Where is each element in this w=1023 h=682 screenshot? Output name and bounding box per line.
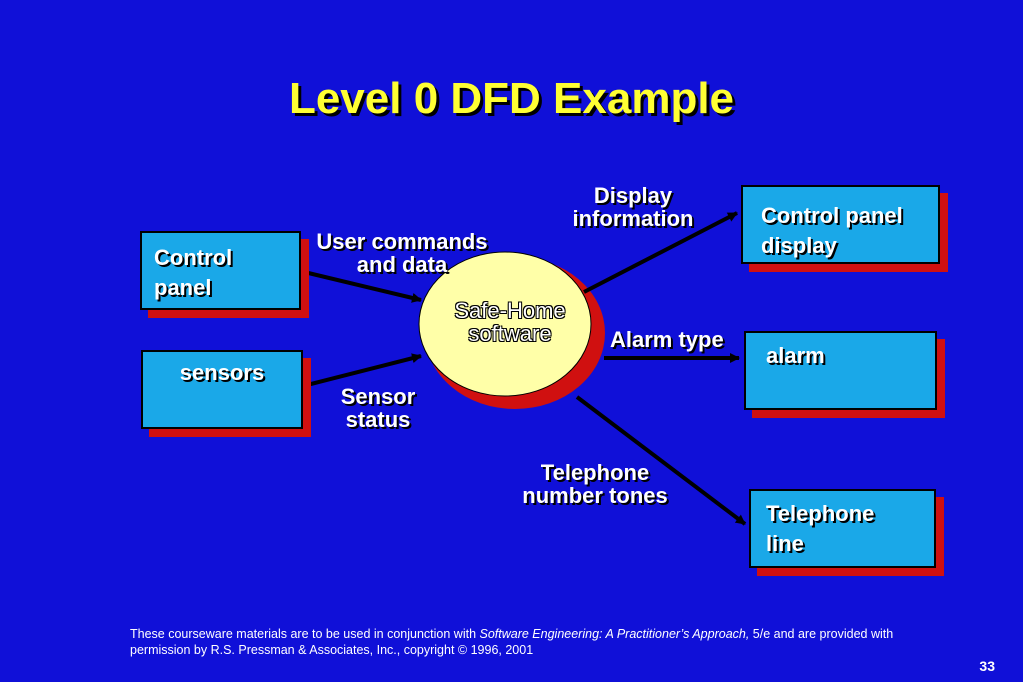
arrow-sensor-status: [302, 353, 422, 388]
entity-telephone-line-label: Telephone line: [766, 501, 875, 556]
slide-title: Level 0 DFD Example: [288, 74, 735, 123]
arrow-display-information: [583, 211, 738, 294]
flow-label-display-information: Display information: [572, 183, 694, 231]
entity-control-panel-display: Control panel display: [741, 185, 940, 264]
process-bubble: [418, 251, 592, 397]
arrow-user-commands: [299, 269, 422, 303]
copyright-footer: These courseware materials are to be use…: [130, 626, 930, 658]
footer-book-title: Software Engineering: A Practitioner’s A…: [479, 627, 750, 641]
flow-label-user-commands: User commands and data: [316, 229, 488, 277]
footer-text-before: These courseware materials are to be use…: [130, 627, 480, 641]
flow-label-sensor-status: Sensor status: [340, 384, 416, 432]
entity-sensors: sensors: [141, 350, 303, 429]
entity-alarm: alarm: [744, 331, 937, 410]
arrow-telephone-tones: [575, 395, 747, 526]
process-label: Safe-Home software: [454, 298, 566, 346]
entity-alarm-label: alarm: [766, 343, 825, 368]
flow-label-alarm-type: Alarm type: [610, 327, 724, 352]
entity-control-panel: Control panel: [140, 231, 301, 310]
entity-control-panel-label: Control panel: [154, 245, 233, 300]
page-number: 33: [979, 658, 995, 674]
flow-label-telephone-tones: Telephone number tones: [522, 460, 668, 508]
entity-control-panel-display-label: Control panel display: [761, 203, 903, 258]
entity-telephone-line: Telephone line: [749, 489, 936, 568]
footer-text-after: 5/e and are provided with permission by …: [130, 627, 894, 657]
entity-sensors-label: sensors: [179, 360, 265, 385]
